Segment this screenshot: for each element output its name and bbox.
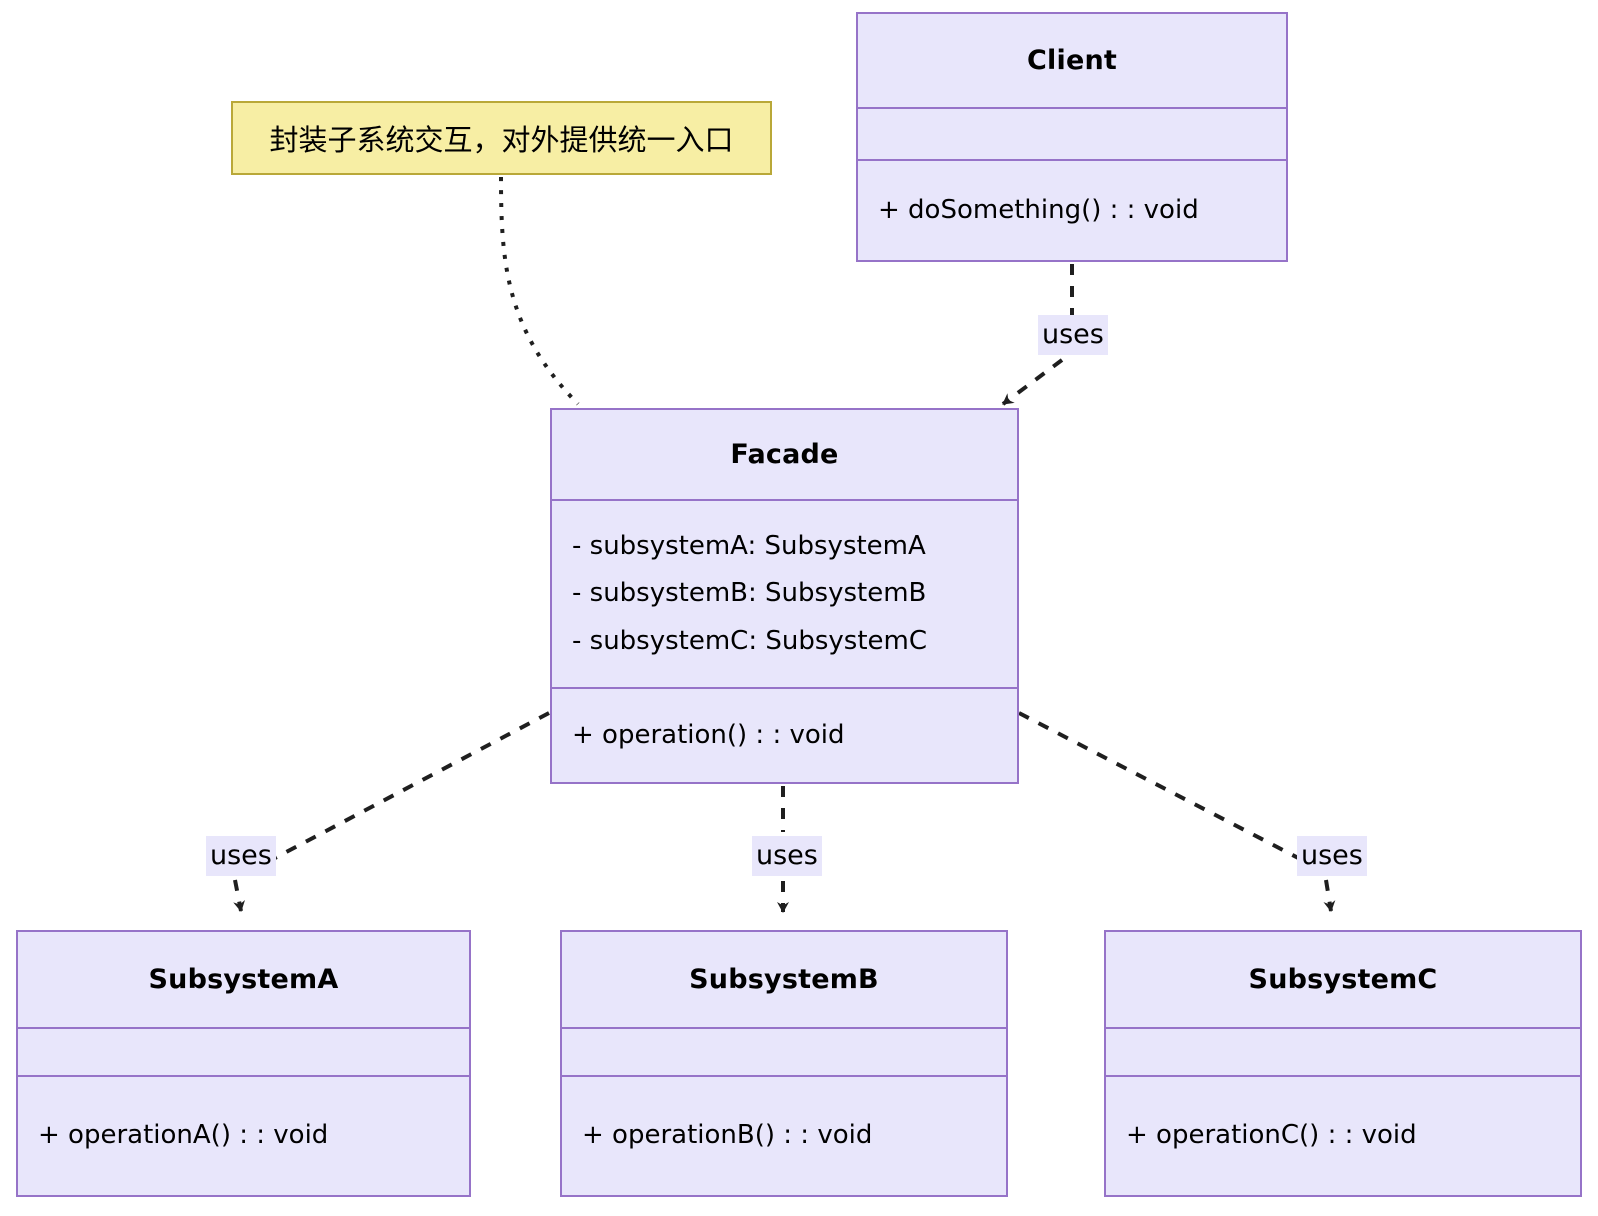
attribute-row: - subsystemB: SubsystemB (572, 578, 927, 609)
class-operations-facade: + operation() : : void (552, 687, 1017, 782)
class-box-client[interactable]: Client + doSomething() : : void (856, 12, 1288, 262)
edge-client-facade-lower (1001, 358, 1064, 406)
class-operations-subsystemb: + operationB() : : void (562, 1075, 1006, 1195)
class-box-subsystema[interactable]: SubsystemA + operationA() : : void (16, 930, 471, 1197)
class-attributes-subsystemb (562, 1027, 1006, 1075)
class-box-facade[interactable]: Facade - subsystemA: SubsystemA - subsys… (550, 408, 1019, 784)
edge-facade-subsystemC-diag (1018, 711, 1307, 864)
edge-label-facade-subsystemc: uses (1297, 836, 1367, 876)
class-attributes-subsystema (18, 1027, 469, 1075)
class-operations-subsystemc: + operationC() : : void (1106, 1075, 1580, 1195)
class-name-facade: Facade (730, 439, 839, 470)
class-name-subsystemc: SubsystemC (1248, 964, 1438, 995)
class-name-subsystema: SubsystemA (148, 964, 339, 995)
class-attributes-facade: - subsystemA: SubsystemA - subsystemB: S… (552, 499, 1017, 687)
edge-facade-subsystemA-drop (233, 879, 245, 912)
operation-row: + doSomething() : : void (878, 194, 1199, 225)
operation-row: + operationC() : : void (1126, 1120, 1417, 1151)
class-attributes-subsystemc (1106, 1027, 1580, 1075)
attribute-row: - subsystemA: SubsystemA (572, 531, 926, 562)
operation-row: + operationB() : : void (582, 1120, 873, 1151)
class-box-subsystemc[interactable]: SubsystemC + operationC() : : void (1104, 930, 1582, 1197)
edge-label-client-facade: uses (1038, 315, 1108, 355)
edge-label-facade-subsystema: uses (206, 836, 276, 876)
edge-facade-subsystemA-diag (274, 711, 550, 860)
operation-row: + operation() : : void (572, 719, 845, 750)
edge-facade-subsystemC-drop (1323, 879, 1336, 912)
class-name-subsystemb: SubsystemB (689, 964, 879, 995)
edge-label-facade-subsystemb: uses (752, 836, 822, 876)
class-operations-subsystema: + operationA() : : void (18, 1075, 469, 1195)
note-text: 封装子系统交互，对外提供统一入口 (269, 123, 734, 157)
note-facade-responsibility: 封装子系统交互，对外提供统一入口 (231, 101, 772, 175)
attribute-row: - subsystemC: SubsystemC (572, 625, 927, 656)
operation-row: + operationA() : : void (38, 1120, 329, 1151)
edge-note-facade (499, 176, 580, 406)
class-box-subsystemb[interactable]: SubsystemB + operationB() : : void (560, 930, 1008, 1197)
class-name-client: Client (1027, 45, 1117, 76)
class-operations-client: + doSomething() : : void (858, 159, 1286, 260)
class-attributes-client (858, 107, 1286, 159)
